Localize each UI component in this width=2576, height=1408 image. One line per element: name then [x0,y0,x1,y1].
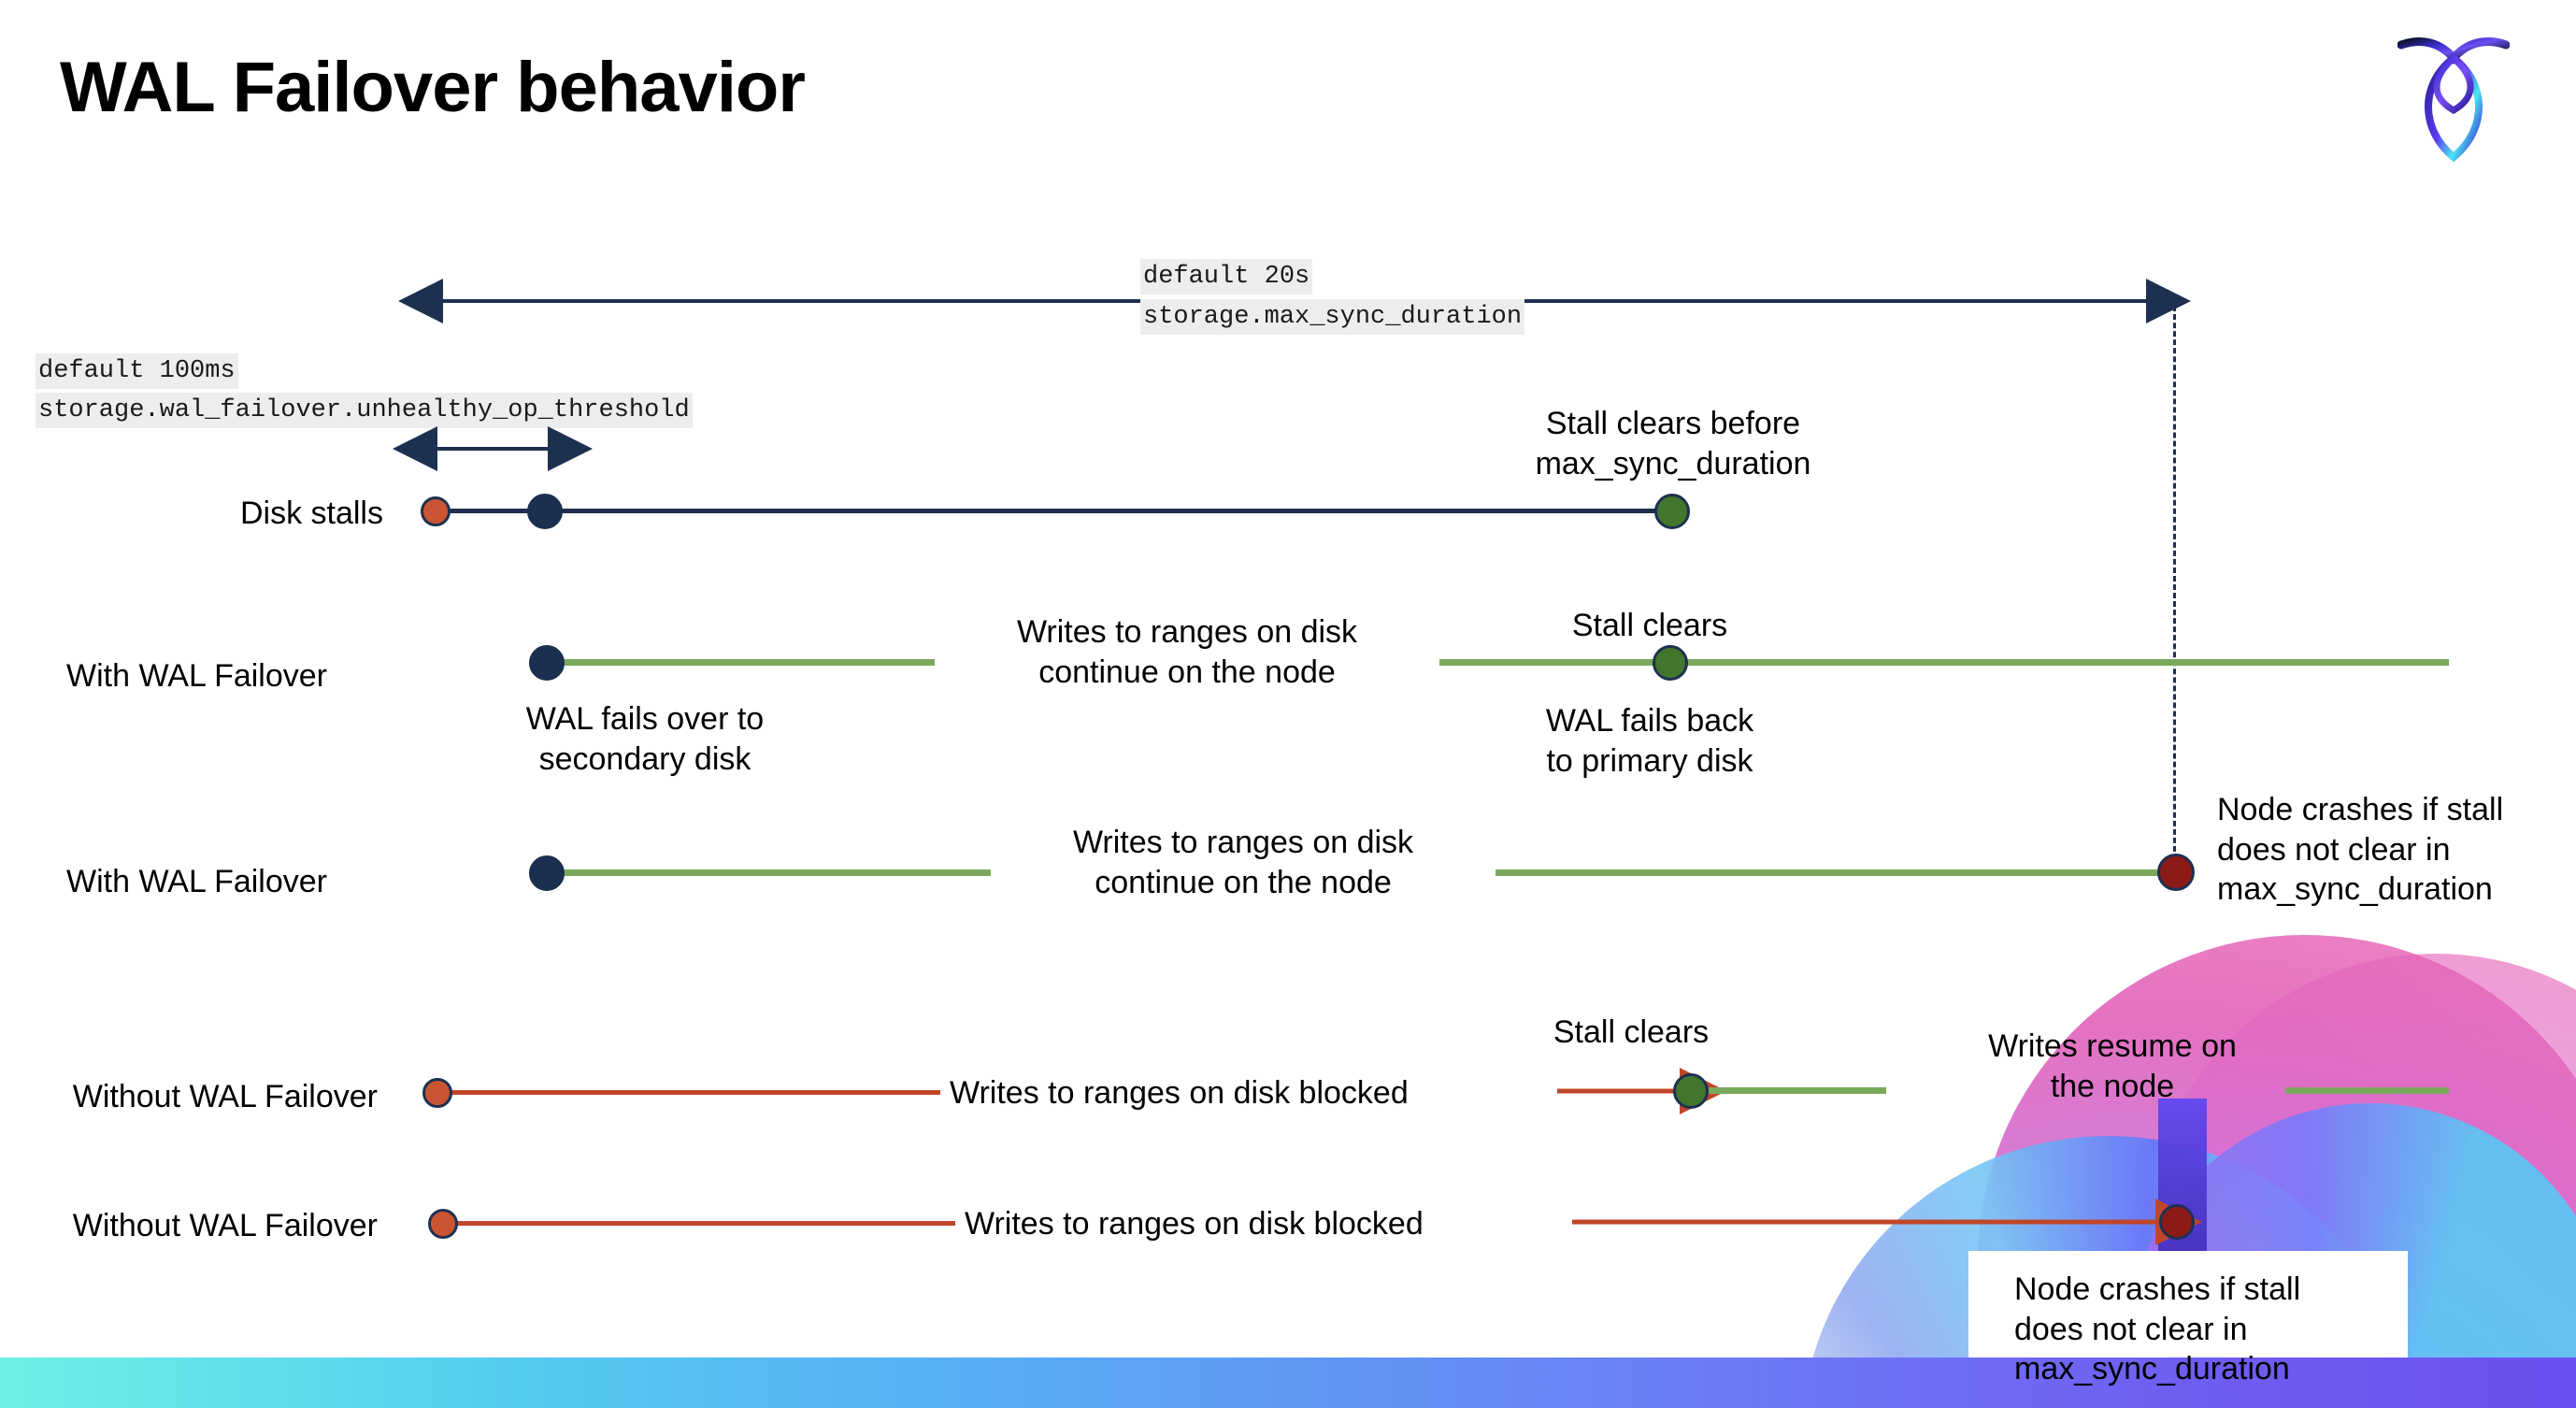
unhealthy-threshold-span-arrow [393,426,593,471]
without-failover-1-blocked-arrow [1538,1068,1726,1114]
without-failover-2-start-marker [428,1209,458,1239]
disk-stall-start-marker [421,496,451,526]
page-title: WAL Failover behavior [60,48,806,127]
failover-trigger-marker [527,494,563,529]
note-stall-clears-2: Stall clears [1553,1014,1710,1050]
disk-stalls-timeline [436,509,1679,513]
note-writes-continue-1: Writes to ranges on disk continue on the… [935,612,1439,692]
row-label-without-wal-failover-2: Without WAL Failover [72,1208,378,1243]
without-failover-2-blocked-arrow [1542,1199,2202,1245]
cockroachdb-logo-icon [2397,26,2511,165]
note-node-crashes-2: Node crashes if stall does not clear in … [2014,1272,2301,1386]
note-wal-fails-over: WAL fails over to secondary disk [525,701,765,777]
row-label-without-wal-failover-1: Without WAL Failover [72,1079,378,1114]
with-failover-1-segment-b [1421,659,2449,666]
without-failover-2-blocked-line-a [441,1221,955,1226]
note-writes-blocked-1: Writes to ranges on disk blocked [940,1073,1557,1113]
with-failover-2-crash-marker [2157,854,2195,891]
with-failover-1-segment-a [542,659,935,666]
without-failover-1-blocked-line [436,1090,940,1095]
max-sync-duration-boundary-line [2173,297,2176,877]
with-failover-2-start-marker [529,855,565,891]
without-failover-1-resume-line-b [2285,1087,2449,1094]
row-label-with-wal-failover-1: With WAL Failover [66,658,327,694]
without-failover-1-resume-line-a [1709,1087,1886,1094]
note-stall-clears-before: Stall clears before max_sync_duration [1535,406,1811,481]
row-label-disk-stalls: Disk stalls [239,496,383,531]
with-failover-2-segment-b [1477,869,2178,876]
note-wal-fails-back: WAL fails back to primary disk [1545,703,1754,779]
without-failover-1-start-marker [422,1078,452,1108]
max-sync-setting-chip: storage.max_sync_duration [1140,299,1525,336]
note-stall-clears-1: Stall clears [1571,608,1728,643]
with-failover-1-start-marker [529,645,565,681]
without-failover-1-clear-marker [1673,1073,1709,1109]
max-sync-default-chip: default 20s [1140,259,1313,295]
with-failover-2-segment-a [542,869,991,876]
unhealthy-setting-chip: storage.wal_failover.unhealthy_op_thresh… [36,393,693,429]
note-writes-continue-2: Writes to ranges on disk continue on the… [991,823,1496,902]
with-failover-1-clear-marker [1653,645,1688,681]
note-writes-blocked-2: Writes to ranges on disk blocked [955,1204,1572,1244]
disk-stall-clear-marker [1654,494,1690,529]
row-label-with-wal-failover-2: With WAL Failover [66,864,327,899]
note-node-crashes-1: Node crashes if stall does not clear in … [2217,792,2504,907]
unhealthy-default-chip: default 100ms [36,353,238,390]
without-failover-2-crash-marker [2159,1204,2195,1240]
note-writes-resume: Writes resume on the node [1988,1028,2237,1104]
